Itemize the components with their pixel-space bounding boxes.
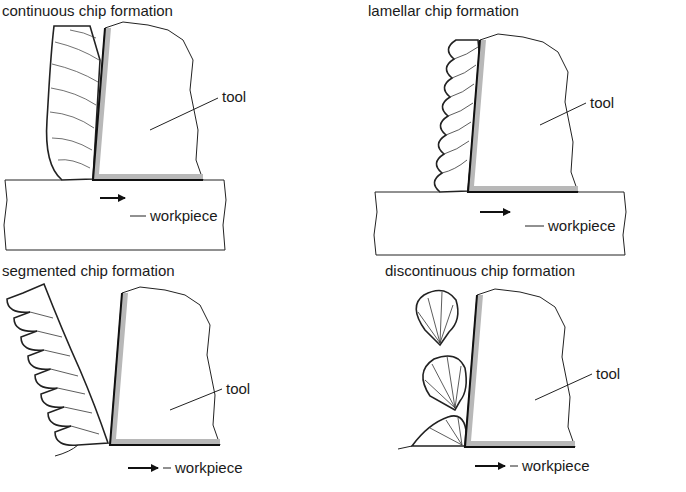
part-label: tool [596, 365, 620, 383]
part-label: workpiece [150, 207, 218, 225]
part-label: workpiece [548, 217, 616, 235]
panel-title: lamellar chip formation [368, 2, 519, 20]
part-label: tool [222, 88, 246, 106]
panel-title: continuous chip formation [2, 2, 173, 20]
part-label: workpiece [175, 459, 243, 477]
part-label: tool [590, 94, 614, 112]
part-label: tool [226, 380, 250, 398]
panel-title: discontinuous chip formation [385, 262, 575, 280]
panel-title: segmented chip formation [2, 262, 175, 280]
part-label: workpiece [522, 457, 590, 475]
